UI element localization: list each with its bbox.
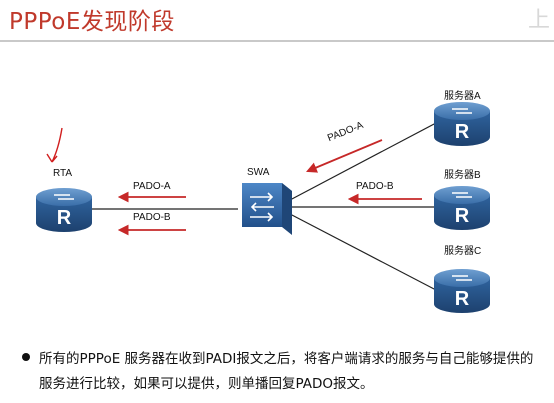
svg-text:R: R xyxy=(455,288,470,310)
title-divider xyxy=(0,40,554,42)
router-icon: R xyxy=(434,186,490,230)
switch-label: SWA xyxy=(247,167,270,178)
message-label: PADO-B xyxy=(133,212,171,223)
server-c-label: 服务器C xyxy=(444,246,482,257)
link-swa-server-a xyxy=(289,122,437,201)
server-b-label: 服务器B xyxy=(444,170,481,181)
svg-text:R: R xyxy=(57,207,72,229)
switch-icon xyxy=(242,183,292,235)
message-label: PADO-B xyxy=(356,181,394,192)
corner-mark: 上 xyxy=(527,8,550,33)
bullet-item: 所有的PPPoE 服务器在收到PADI报文之后，将客户端请求的服务与自己能够提供… xyxy=(22,347,546,397)
svg-text:R: R xyxy=(455,205,470,227)
message-label: PADO-A xyxy=(133,181,171,192)
bullet-text: 所有的PPPoE 服务器在收到PADI报文之后，将客户端请求的服务与自己能够提供… xyxy=(39,351,534,392)
link-swa-server-c xyxy=(289,213,437,291)
router-icon: R xyxy=(434,269,490,313)
page-title: PPPoE发现阶段 xyxy=(9,9,175,35)
server-a-label: 服务器A xyxy=(444,91,481,102)
bullet-dot xyxy=(22,353,30,361)
client-label: RTA xyxy=(53,168,73,179)
arrow-pado-a-server xyxy=(306,139,383,173)
annotation-mark xyxy=(46,127,63,163)
svg-text:R: R xyxy=(455,121,470,143)
router-icon: R xyxy=(434,102,490,146)
router-icon: R xyxy=(36,188,92,232)
